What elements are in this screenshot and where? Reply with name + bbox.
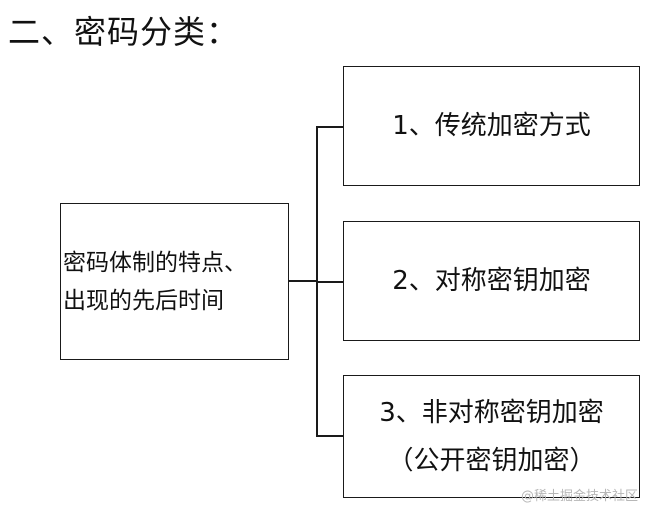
child-node-symmetric-key-encryption: 2、对称密钥加密: [343, 221, 640, 341]
connector-child-1: [316, 126, 343, 128]
connector-root-trunk: [289, 280, 317, 282]
child-node-asymmetric-key-encryption: 3、非对称密钥加密 （公开密钥加密）: [343, 375, 640, 498]
child-node-1-label: 1、传统加密方式: [392, 111, 591, 141]
connector-child-3: [316, 435, 343, 437]
watermark: @稀土掘金技术社区: [520, 489, 638, 504]
root-node-label: 密码体制的特点、 出现的先后时间: [63, 249, 247, 314]
child-node-traditional-encryption: 1、传统加密方式: [343, 66, 640, 186]
connector-child-2: [316, 281, 343, 283]
root-node: 密码体制的特点、 出现的先后时间: [60, 203, 289, 360]
connector-vertical-trunk: [316, 126, 318, 435]
child-node-3-label-line2: （公开密钥加密）: [387, 445, 596, 476]
section-title: 二、密码分类：: [8, 13, 240, 51]
child-node-3-label-line1: 3、非对称密钥加密: [379, 397, 604, 428]
child-node-2-label: 2、对称密钥加密: [392, 266, 591, 296]
